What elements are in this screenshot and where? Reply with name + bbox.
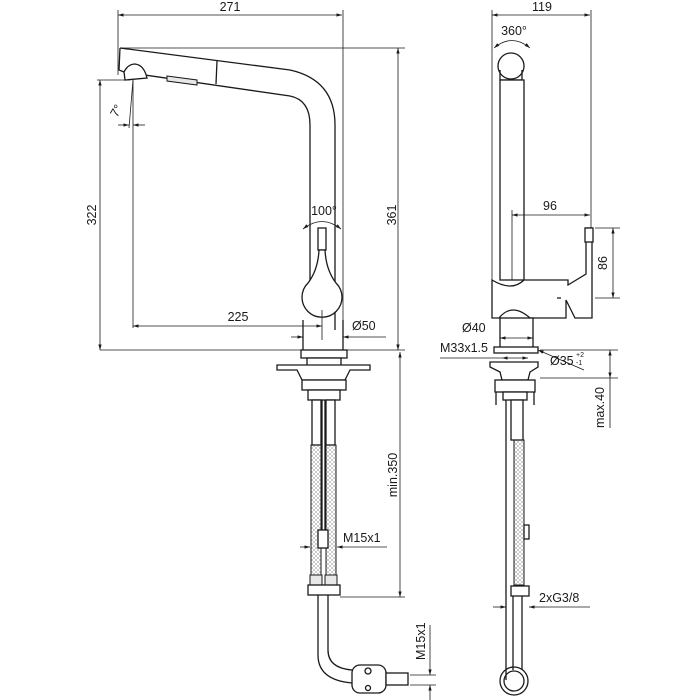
dim-connection: 2xG3/8 (539, 591, 579, 605)
dim-handle-angle: 100° (311, 204, 337, 218)
side-valve-block (499, 666, 529, 696)
handle-lever (317, 227, 327, 251)
dim-hole-tol-minus: -1 (576, 360, 582, 367)
spout (118, 47, 336, 330)
hose-nuts (307, 584, 341, 596)
outlet-connector (385, 672, 409, 686)
braided-hose-right (325, 444, 337, 576)
dim-swivel-angle: 360° (501, 24, 527, 38)
spout-split-line (215, 60, 218, 85)
side-braided-hose (513, 439, 525, 586)
dim-hole-tol-plus: +2 (576, 352, 584, 359)
mounting-nut (301, 379, 347, 391)
braided-hose-left (310, 444, 322, 576)
dim-spray-angle: 7° (107, 102, 125, 119)
outlet-pipe (317, 595, 353, 684)
dim-spout-height: 322 (85, 205, 99, 226)
spray-head-nozzle (123, 63, 148, 81)
dim-outlet-thread: M15x1 (414, 622, 428, 660)
side-base (499, 317, 534, 349)
dim-max-deck-thickness: max.40 (593, 387, 607, 428)
valve-block (351, 664, 387, 694)
dim-spout-reach: 225 (228, 310, 249, 324)
dim-overall-height: 361 (385, 205, 399, 226)
side-mounting-plate (489, 361, 539, 381)
mounting-plate (276, 364, 371, 381)
dim-hose-thread: M15x1 (343, 531, 381, 545)
dim-handle-offset: 96 (543, 199, 557, 213)
dim-mount-thread: M33x1.5 (440, 341, 488, 355)
dim-hole-diameter: Ø35 (550, 354, 574, 368)
dim-handle-height: 86 (596, 256, 610, 270)
dim-overall-width: 271 (220, 0, 241, 14)
spray-button (166, 75, 198, 86)
side-body (491, 227, 593, 319)
dim-base-diameter: Ø40 (462, 321, 486, 335)
dim-min-hose-length: min.350 (386, 453, 400, 498)
dim-overall-depth: 119 (532, 0, 552, 14)
handle-knob (301, 249, 343, 318)
spout-head (497, 52, 525, 80)
deck-rosette (300, 349, 348, 359)
side-handle (584, 227, 594, 243)
front-view: 271 361 322 7° 225 100° Ø50 min.350 (85, 0, 436, 700)
side-view: 119 360° 96 86 Ø40 M33x1.5 Ø35 +2 -1 max… (440, 0, 620, 696)
center-connector (317, 529, 329, 549)
dim-body-diameter: Ø50 (352, 319, 376, 333)
